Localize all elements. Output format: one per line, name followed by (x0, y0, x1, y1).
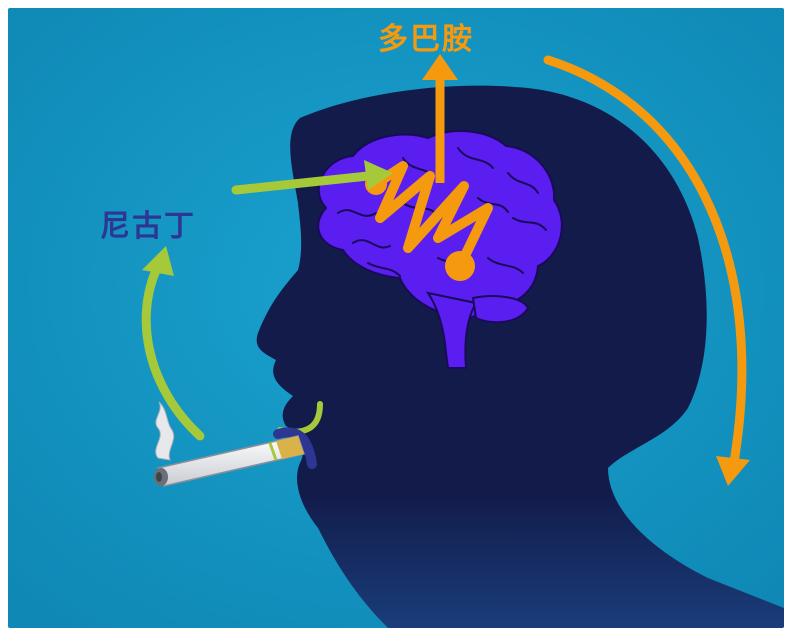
nicotine-label: 尼古丁 (100, 201, 196, 245)
dopamine-label: 多巴胺 (378, 14, 474, 58)
nicotine-dopamine-diagram (8, 8, 784, 628)
diagram-canvas: 多巴胺 尼古丁 (8, 8, 784, 628)
